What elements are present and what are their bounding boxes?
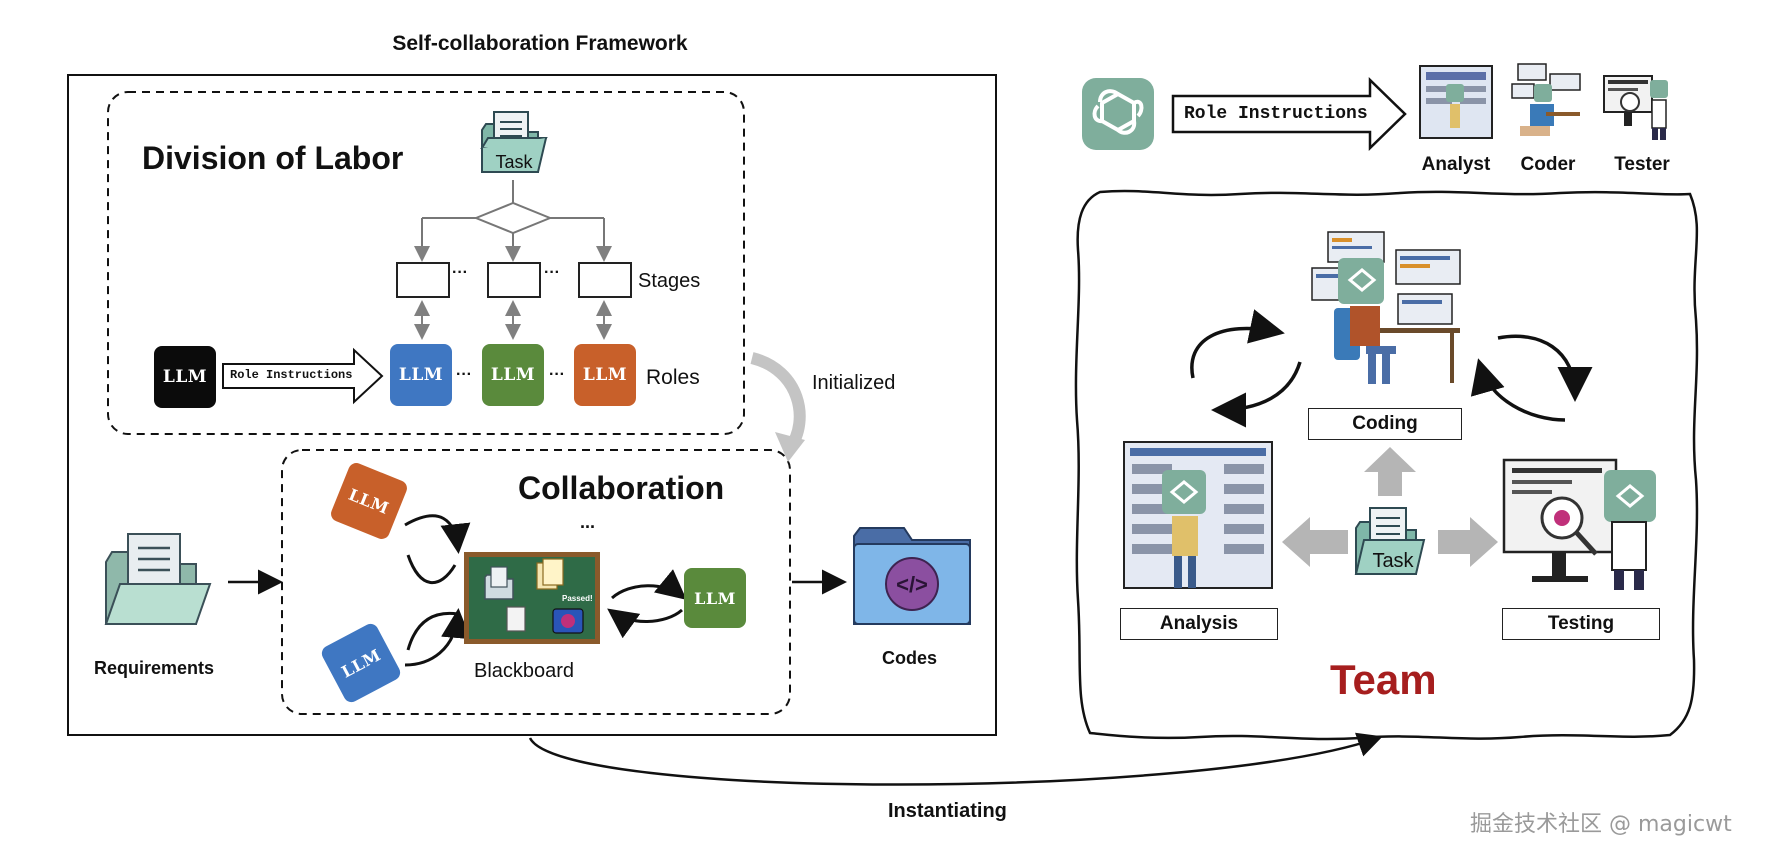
analyst-icon xyxy=(1418,64,1494,140)
role-label-tester: Tester xyxy=(1614,154,1670,175)
framework-title: Self-collaboration Framework xyxy=(392,32,688,55)
arrow-left-to-analysis xyxy=(1282,517,1348,567)
role-instructions-arrow-right xyxy=(1171,77,1407,151)
coding-label: Coding xyxy=(1308,408,1462,440)
coder-icon xyxy=(1510,62,1584,140)
requirements-folder-icon xyxy=(100,528,216,632)
svg-text:</>: </> xyxy=(896,572,928,597)
role-instructions-arrow-left xyxy=(222,347,384,405)
role-label-analyst: Analyst xyxy=(1421,154,1491,175)
stage-box-2 xyxy=(487,262,541,298)
framework-frame xyxy=(67,74,997,736)
requirements-label: Requirements xyxy=(94,658,215,678)
team-task-folder-icon xyxy=(1352,504,1428,580)
division-title: Division of Labor xyxy=(142,140,404,176)
llm-green-collab: LLM xyxy=(684,568,746,628)
role-instructions-text-right: Role Instructions xyxy=(1184,104,1368,124)
llm-orange-role: LLM xyxy=(574,344,636,406)
initialized-label: Initialized xyxy=(812,372,896,394)
llm-blue-role: LLM xyxy=(390,344,452,406)
task-label: Task xyxy=(495,152,533,172)
arrow-up-to-coding xyxy=(1364,447,1416,496)
blackboard-label: Blackboard xyxy=(474,660,575,682)
coding-workstation-illustration xyxy=(1310,228,1464,388)
openai-logo-icon xyxy=(1082,78,1154,150)
instantiating-label: Instantiating xyxy=(888,800,1007,822)
role-label-coder: Coder xyxy=(1520,154,1576,175)
team-title: Team xyxy=(1330,656,1437,703)
task-folder-icon xyxy=(478,108,550,180)
arrow-right-to-testing xyxy=(1438,517,1498,567)
stages-label: Stages xyxy=(638,270,701,292)
blackboard xyxy=(464,552,600,644)
codes-folder-icon: </> xyxy=(850,524,974,628)
instantiating-arrow xyxy=(528,732,1383,786)
stage-ellipsis-2: ··· xyxy=(544,264,560,281)
analysis-illustration xyxy=(1122,440,1274,592)
roles-label: Roles xyxy=(646,366,700,389)
blackboard-contents xyxy=(484,558,584,634)
initialized-arrow xyxy=(750,352,806,452)
collaboration-ellipsis: ... xyxy=(580,512,596,532)
role-instructions-text-left: Role Instructions xyxy=(230,368,353,382)
analysis-label: Analysis xyxy=(1120,608,1278,640)
stage-box-3 xyxy=(578,262,632,298)
division-box xyxy=(107,91,745,435)
role-ellipsis-1: ··· xyxy=(456,366,472,383)
decision-diamond xyxy=(473,201,553,235)
tester-icon xyxy=(1602,72,1674,142)
role-ellipsis-2: ··· xyxy=(549,366,565,383)
testing-illustration xyxy=(1502,458,1662,592)
passed-note: Passed! xyxy=(562,594,593,603)
codes-label: Codes xyxy=(882,648,938,668)
stage-box-1 xyxy=(396,262,450,298)
stage-ellipsis-1: ··· xyxy=(452,264,468,281)
watermark: 掘金技术社区 @ magicwt xyxy=(1470,812,1732,837)
collaboration-title: Collaboration xyxy=(518,470,725,506)
llm-black: LLM xyxy=(154,346,216,408)
team-frame xyxy=(1074,189,1699,741)
llm-green-role: LLM xyxy=(482,344,544,406)
team-task-label: Task xyxy=(1372,550,1414,572)
testing-label: Testing xyxy=(1502,608,1660,640)
